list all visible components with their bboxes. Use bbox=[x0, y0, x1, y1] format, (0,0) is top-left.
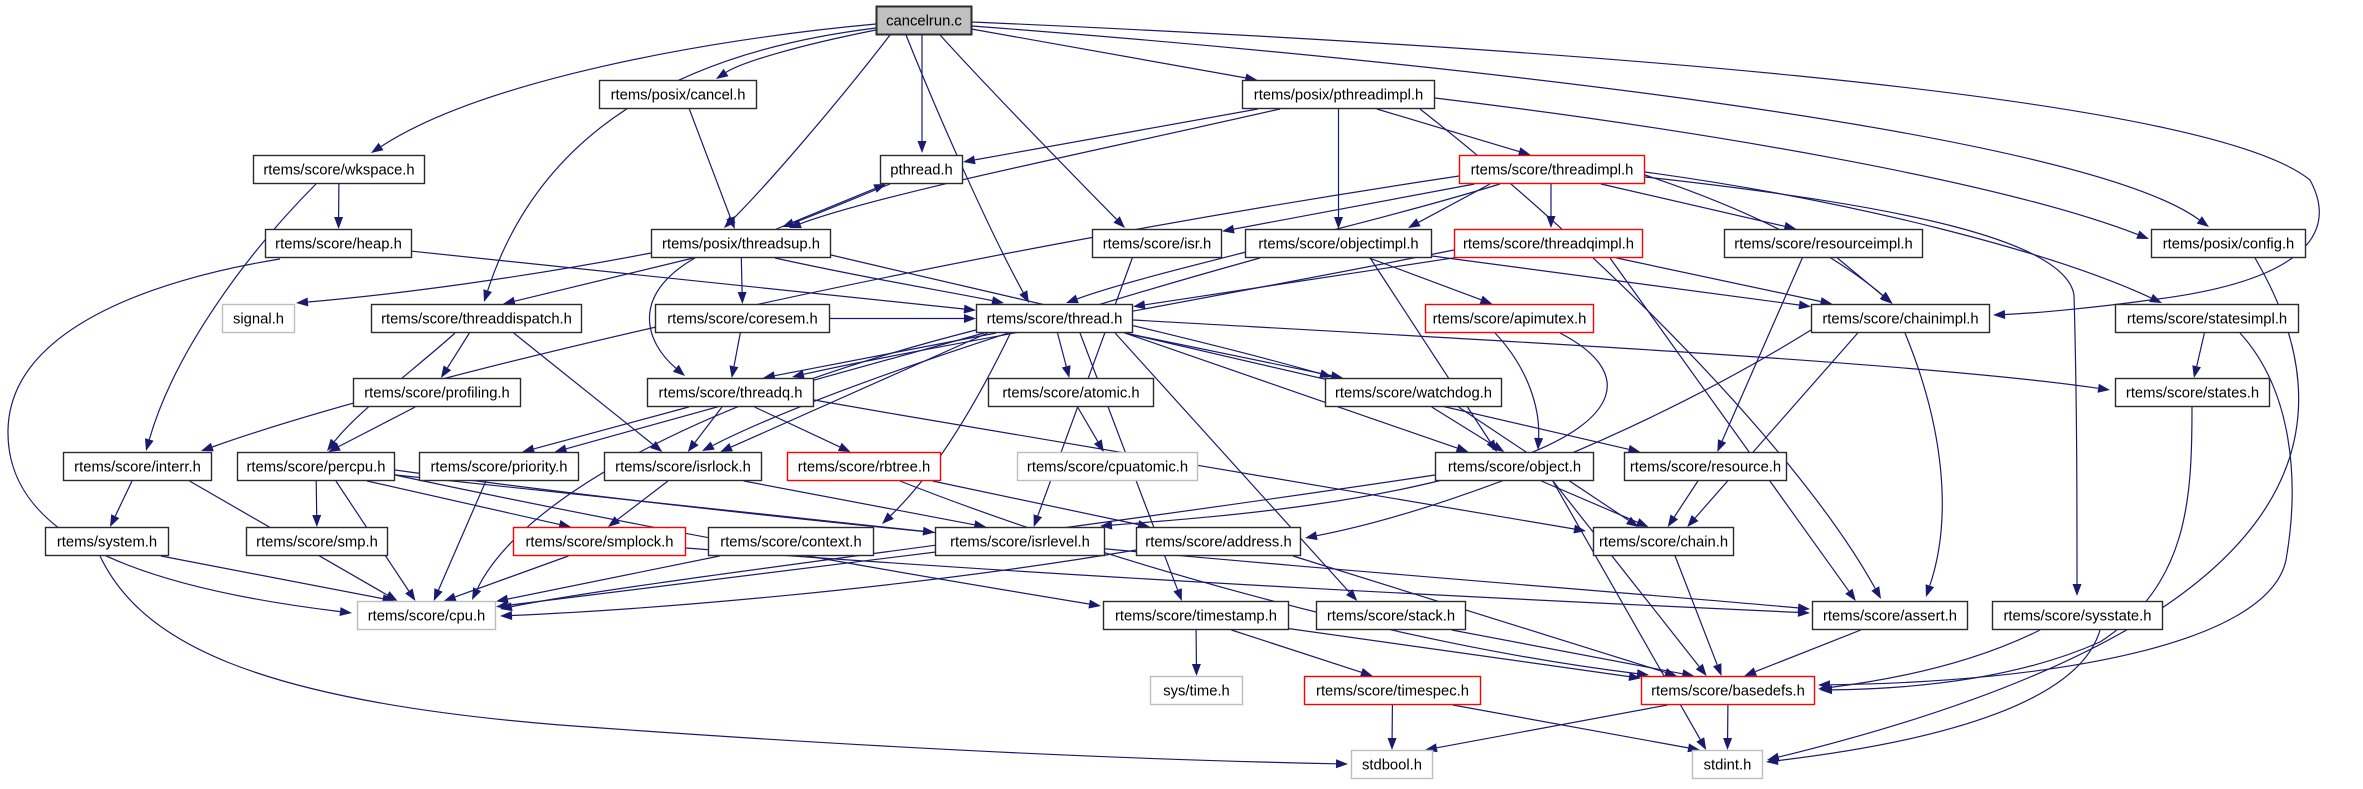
svg-text:rtems/score/interr.h: rtems/score/interr.h bbox=[74, 460, 201, 476]
svg-text:rtems/score/statesimpl.h: rtems/score/statesimpl.h bbox=[2127, 312, 2287, 328]
svg-text:rtems/score/heap.h: rtems/score/heap.h bbox=[275, 237, 402, 253]
svg-text:rtems/score/context.h: rtems/score/context.h bbox=[720, 535, 861, 551]
svg-text:rtems/score/stack.h: rtems/score/stack.h bbox=[1327, 609, 1455, 625]
svg-text:rtems/score/cpu.h: rtems/score/cpu.h bbox=[368, 609, 486, 625]
svg-text:rtems/score/chain.h: rtems/score/chain.h bbox=[1599, 535, 1728, 551]
svg-text:rtems/score/atomic.h: rtems/score/atomic.h bbox=[1002, 386, 1139, 402]
svg-text:rtems/score/percpu.h: rtems/score/percpu.h bbox=[247, 460, 386, 476]
svg-text:rtems/posix/config.h: rtems/posix/config.h bbox=[2163, 237, 2295, 253]
svg-text:rtems/posix/pthreadimpl.h: rtems/posix/pthreadimpl.h bbox=[1254, 88, 1423, 104]
svg-text:rtems/score/basedefs.h: rtems/score/basedefs.h bbox=[1651, 684, 1805, 700]
svg-text:rtems/score/address.h: rtems/score/address.h bbox=[1145, 535, 1291, 551]
svg-text:rtems/score/threadqimpl.h: rtems/score/threadqimpl.h bbox=[1463, 237, 1634, 253]
svg-text:rtems/score/isrlock.h: rtems/score/isrlock.h bbox=[615, 460, 751, 476]
svg-text:signal.h: signal.h bbox=[233, 312, 284, 328]
svg-text:rtems/score/states.h: rtems/score/states.h bbox=[2126, 386, 2259, 402]
svg-text:rtems/score/smplock.h: rtems/score/smplock.h bbox=[525, 535, 673, 551]
svg-text:rtems/score/objectimpl.h: rtems/score/objectimpl.h bbox=[1258, 237, 1418, 253]
svg-text:sys/time.h: sys/time.h bbox=[1163, 684, 1230, 700]
svg-text:rtems/score/chainimpl.h: rtems/score/chainimpl.h bbox=[1822, 312, 1978, 328]
svg-text:rtems/score/smp.h: rtems/score/smp.h bbox=[256, 535, 378, 551]
svg-text:rtems/score/threaddispatch.h: rtems/score/threaddispatch.h bbox=[381, 312, 572, 328]
svg-text:rtems/score/assert.h: rtems/score/assert.h bbox=[1823, 609, 1957, 625]
svg-text:rtems/score/timestamp.h: rtems/score/timestamp.h bbox=[1115, 609, 1277, 625]
svg-text:rtems/score/isr.h: rtems/score/isr.h bbox=[1103, 237, 1212, 253]
svg-text:rtems/score/priority.h: rtems/score/priority.h bbox=[430, 460, 567, 476]
svg-text:rtems/score/threadq.h: rtems/score/threadq.h bbox=[659, 386, 803, 402]
svg-text:stdint.h: stdint.h bbox=[1704, 758, 1752, 774]
svg-text:rtems/score/sysstate.h: rtems/score/sysstate.h bbox=[2003, 609, 2151, 625]
svg-text:rtems/score/thread.h: rtems/score/thread.h bbox=[987, 312, 1123, 328]
svg-text:rtems/posix/cancel.h: rtems/posix/cancel.h bbox=[611, 88, 746, 104]
svg-text:rtems/score/rbtree.h: rtems/score/rbtree.h bbox=[798, 460, 930, 476]
svg-text:rtems/score/profiling.h: rtems/score/profiling.h bbox=[364, 386, 510, 402]
svg-text:rtems/score/threadimpl.h: rtems/score/threadimpl.h bbox=[1471, 163, 1634, 179]
svg-text:rtems/score/timespec.h: rtems/score/timespec.h bbox=[1316, 684, 1469, 700]
svg-text:stdbool.h: stdbool.h bbox=[1362, 758, 1422, 774]
svg-text:rtems/score/resource.h: rtems/score/resource.h bbox=[1630, 460, 1781, 476]
svg-text:rtems/score/watchdog.h: rtems/score/watchdog.h bbox=[1335, 386, 1492, 402]
svg-text:rtems/score/coresem.h: rtems/score/coresem.h bbox=[667, 312, 817, 328]
svg-text:pthread.h: pthread.h bbox=[890, 163, 953, 179]
svg-text:rtems/score/object.h: rtems/score/object.h bbox=[1448, 460, 1581, 476]
svg-text:rtems/score/wkspace.h: rtems/score/wkspace.h bbox=[263, 163, 414, 179]
svg-text:rtems/score/isrlevel.h: rtems/score/isrlevel.h bbox=[950, 535, 1090, 551]
svg-text:rtems/system.h: rtems/system.h bbox=[57, 535, 157, 551]
svg-text:cancelrun.c: cancelrun.c bbox=[886, 14, 962, 30]
svg-text:rtems/score/resourceimpl.h: rtems/score/resourceimpl.h bbox=[1734, 237, 1912, 253]
svg-text:rtems/score/apimutex.h: rtems/score/apimutex.h bbox=[1433, 312, 1587, 328]
svg-text:rtems/score/cpuatomic.h: rtems/score/cpuatomic.h bbox=[1027, 460, 1188, 476]
svg-text:rtems/posix/threadsup.h: rtems/posix/threadsup.h bbox=[662, 237, 820, 253]
